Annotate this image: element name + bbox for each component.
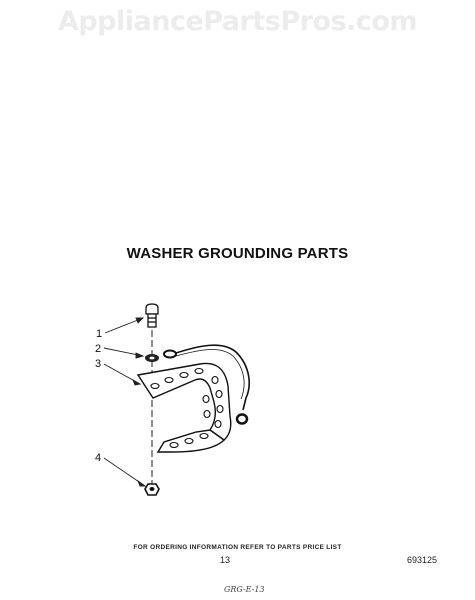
strap-hole [184,437,194,445]
strap-hole [203,409,211,419]
screw-head [145,303,159,315]
washer-hole [149,356,155,360]
strap-hole [202,394,210,404]
callout-4: 4 [95,452,102,464]
leader-lines [103,317,147,487]
callout-2: 2 [95,343,102,355]
hex-nut-part-4 [144,483,160,496]
screw-shank [147,313,157,328]
page-number: 13 [220,555,231,565]
arrow-3 [132,378,142,386]
page-title: WASHER GROUNDING PARTS [126,245,349,262]
screw-part-1 [145,303,159,328]
strap-hole [215,389,223,399]
strap-hole [169,441,179,449]
ordering-note: FOR ORDERING INFORMATION REFER TO PARTS … [133,544,342,551]
strap-hole [179,371,189,379]
strap-hole [150,382,160,390]
arrow-4 [137,479,147,487]
nut-hole [149,487,155,491]
callout-1: 1 [96,328,103,340]
washer-part-2 [145,354,159,362]
strap-holes [150,367,224,449]
strap-hole [211,375,219,385]
ground-wire [163,344,250,425]
strap-hole [194,367,204,375]
arrow-2 [135,352,145,359]
strap-hole [199,432,209,440]
wire-end-terminal [235,413,249,425]
wire-strand [175,344,250,411]
arrow-1 [135,317,145,324]
callout-3: 3 [95,358,102,370]
watermark: AppliancePartsPros.com [57,6,418,37]
handwritten-note: GRG-E-13 [224,585,265,594]
strap-hole [214,419,222,429]
part-code: 693125 [407,555,438,565]
strap-edge [157,431,197,453]
grounding-strap-part-3 [136,362,232,453]
strap-hole [164,376,174,384]
wire-strand-shadow [175,349,245,400]
strap-hole [216,404,224,414]
wire-ring-terminal [163,349,177,359]
